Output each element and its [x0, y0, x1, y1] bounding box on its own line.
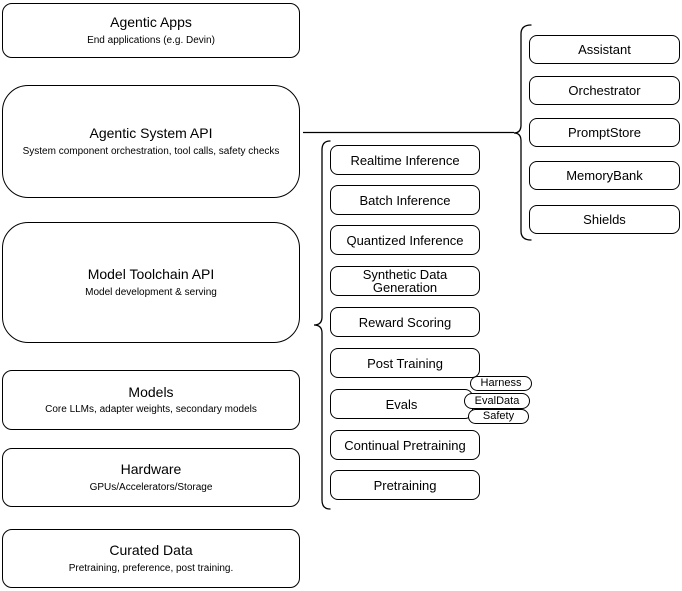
evals-tag-safety: Safety [468, 409, 529, 424]
brace-toolchain-group [313, 140, 331, 510]
evals-tag-harness: Harness [470, 376, 532, 391]
toolchain-item-pretraining: Pretraining [330, 470, 480, 500]
node-title: Models [128, 383, 174, 400]
toolchain-item-synthetic-data-generation: Synthetic Data Generation [330, 266, 480, 296]
component-shields: Shields [529, 205, 680, 234]
node-agentic-apps: Agentic Apps End applications (e.g. Devi… [2, 3, 300, 58]
component-promptstore: PromptStore [529, 118, 680, 147]
toolchain-item-evals: Evals [330, 389, 473, 419]
component-orchestrator: Orchestrator [529, 76, 680, 105]
node-subtitle: Core LLMs, adapter weights, secondary mo… [45, 404, 257, 416]
component-memorybank: MemoryBank [529, 161, 680, 190]
node-hardware: Hardware GPUs/Accelerators/Storage [2, 448, 300, 507]
toolchain-item-realtime-inference: Realtime Inference [330, 145, 480, 175]
node-subtitle: Model development & serving [85, 286, 217, 298]
toolchain-item-reward-scoring: Reward Scoring [330, 307, 480, 337]
node-title: Curated Data [109, 542, 193, 559]
node-subtitle: System component orchestration, tool cal… [22, 145, 280, 157]
toolchain-item-continual-pretraining: Continual Pretraining [330, 430, 480, 460]
node-subtitle: Pretraining, preference, post training. [68, 562, 234, 574]
node-models: Models Core LLMs, adapter weights, secon… [2, 370, 300, 430]
node-curated-data: Curated Data Pretraining, preference, po… [2, 529, 300, 588]
toolchain-item-batch-inference: Batch Inference [330, 185, 480, 215]
evals-tag-evaldata: EvalData [464, 393, 530, 409]
node-title: Model Toolchain API [87, 266, 215, 283]
node-title: Agentic Apps [110, 14, 192, 31]
node-title: Agentic System API [89, 125, 213, 142]
node-title: Hardware [120, 461, 182, 478]
node-subtitle: End applications (e.g. Devin) [87, 34, 215, 46]
node-model-toolchain-api: Model Toolchain API Model development & … [2, 222, 300, 343]
node-subtitle: GPUs/Accelerators/Storage [89, 481, 213, 493]
toolchain-item-post-training: Post Training [330, 348, 480, 378]
component-assistant: Assistant [529, 35, 680, 64]
node-agentic-system-api: Agentic System API System component orch… [2, 85, 300, 198]
toolchain-item-quantized-inference: Quantized Inference [330, 225, 480, 255]
